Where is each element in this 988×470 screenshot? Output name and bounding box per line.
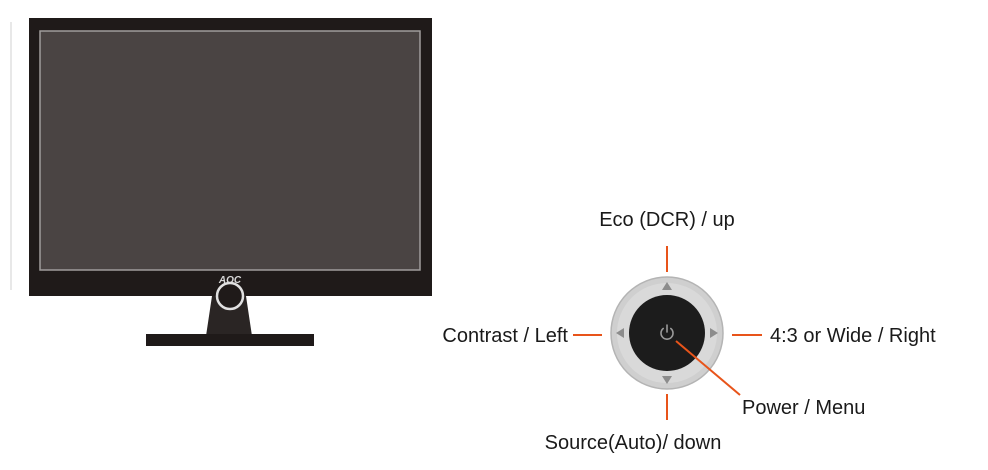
- monitor: AOC: [29, 18, 432, 346]
- down-label: Source(Auto)/ down: [545, 432, 722, 454]
- monitor-stand-base: [146, 334, 314, 346]
- up-arrow-icon[interactable]: [662, 282, 672, 290]
- left-arrow-icon[interactable]: [616, 328, 624, 338]
- power-icon: [660, 324, 674, 340]
- menu-power-button[interactable]: [629, 295, 705, 371]
- down-arrow-icon[interactable]: [662, 376, 672, 384]
- monitor-screen: [39, 30, 421, 271]
- callout-center: [675, 340, 741, 396]
- left-label: Contrast / Left: [442, 325, 568, 347]
- center-label: Power / Menu: [742, 397, 865, 419]
- monitor-power-button[interactable]: [215, 281, 245, 311]
- control-pad: [610, 276, 724, 390]
- callout-lines: [573, 246, 762, 420]
- up-label: Eco (DCR) / up: [599, 209, 735, 231]
- brand-logo: AOC: [218, 275, 242, 286]
- monitor-stand-neck: [206, 296, 252, 336]
- right-label: 4:3 or Wide / Right: [770, 325, 936, 347]
- right-arrow-icon[interactable]: [710, 328, 718, 338]
